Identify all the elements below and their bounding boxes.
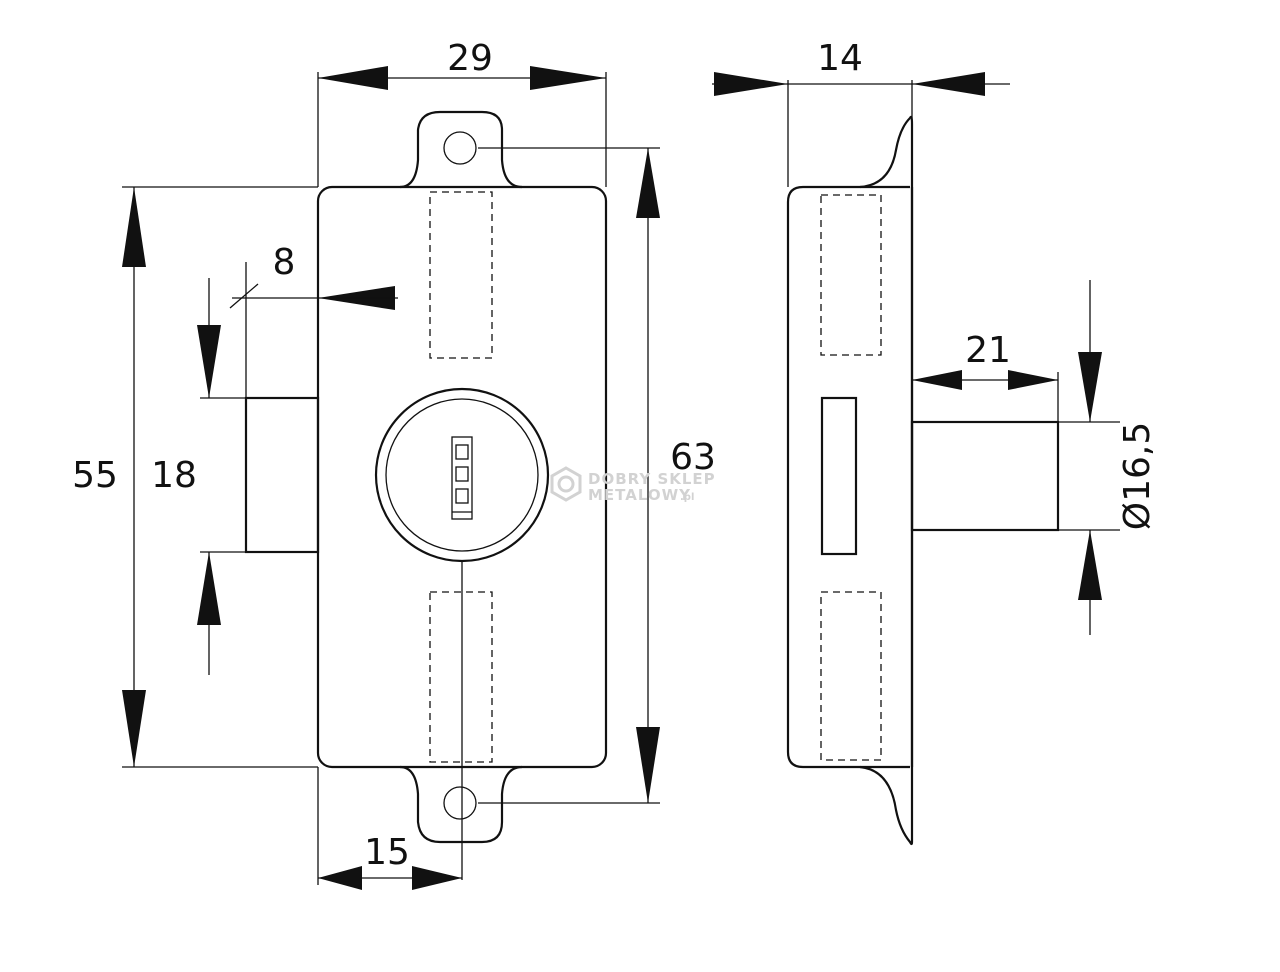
hidden-upper-slot <box>429 191 493 359</box>
side-bolt <box>910 420 1060 532</box>
dim-label-bolt-projection: 21 <box>965 330 1011 371</box>
side-hidden-upper <box>820 194 882 356</box>
hidden-lower-slot <box>429 591 493 763</box>
dim-label-width-front: 29 <box>447 38 493 79</box>
dim-bolt-projection: 21 <box>912 330 1059 422</box>
dim-depth-side: 14 <box>712 38 1010 187</box>
front-view <box>244 110 608 880</box>
dim-label-body-height: 55 <box>72 455 118 496</box>
key-cylinder-inner <box>385 398 539 552</box>
bottom-mounting-ear <box>399 765 523 844</box>
dim-label-depth-side: 14 <box>817 38 863 79</box>
dim-bolt-diameter: Ø16,5 <box>1058 280 1158 635</box>
dim-label-bolt-height: 18 <box>151 455 197 496</box>
dim-bolt-height: 18 <box>151 278 246 675</box>
dim-width-front: 29 <box>317 38 607 187</box>
bottom-screw-hole <box>443 786 477 820</box>
key-cylinder-outer <box>374 387 550 563</box>
dim-body-height: 55 <box>72 186 318 768</box>
side-hidden-lower <box>820 591 882 761</box>
dim-overall-height: 63 <box>478 147 716 804</box>
watermark-hex-icon <box>550 466 582 502</box>
dim-label-key-offset: 15 <box>364 832 410 873</box>
dim-label-bolt-diameter: Ø16,5 <box>1117 422 1158 531</box>
watermark-logo: DOBRY SKLEP METALOWY .pl <box>550 466 716 504</box>
watermark-suffix: .pl <box>680 492 694 503</box>
lock-bolt <box>244 396 320 554</box>
keyway <box>451 436 473 520</box>
dim-label-overall-height: 63 <box>670 437 716 478</box>
top-screw-hole <box>443 131 477 165</box>
side-bolt-slot <box>820 396 858 556</box>
watermark-line2: METALOWY <box>588 486 691 504</box>
side-body <box>786 185 910 769</box>
side-flange <box>859 115 914 846</box>
side-view <box>786 115 1060 846</box>
dim-bolt-offset: 8 <box>229 242 398 398</box>
top-mounting-ear <box>399 110 523 189</box>
watermark-line1: DOBRY SKLEP <box>588 470 716 488</box>
dim-label-bolt-offset: 8 <box>273 242 296 283</box>
dim-key-offset: 15 <box>317 767 462 890</box>
